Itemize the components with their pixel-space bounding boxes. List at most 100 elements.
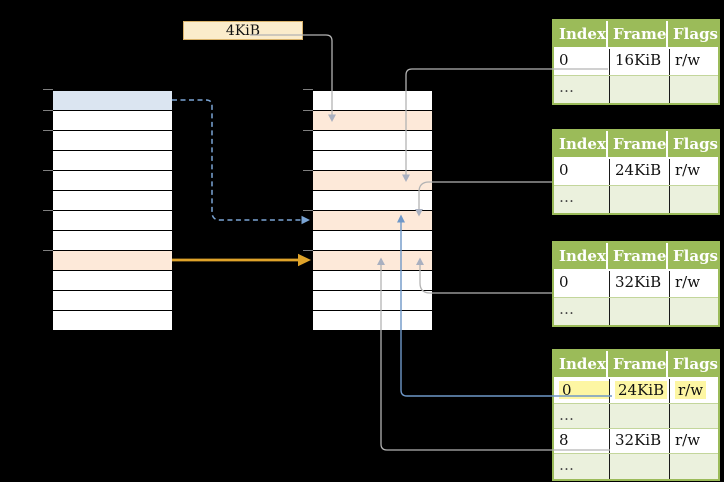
highlighted-value: 0 <box>559 381 609 399</box>
table-row: 0 16KiB r/w <box>554 49 718 76</box>
header-frame: Frame <box>608 243 668 269</box>
cell-frame <box>610 76 670 103</box>
cell-frame <box>610 186 670 213</box>
arrow-virtual0-to-frame24-dashed <box>172 99 310 225</box>
physical-frame-row-0 <box>313 91 432 111</box>
cell-frame: 32KiB <box>610 429 670 453</box>
page-table-24kib: Index Frame Flags 0 24KiB r/w … <box>552 129 720 215</box>
virtual-page-row-8 <box>53 251 172 271</box>
physical-tick-3 <box>303 170 313 171</box>
physical-tick-2 <box>303 130 313 131</box>
cell-flags <box>670 76 718 103</box>
virtual-page-row-5 <box>53 191 172 211</box>
virtual-tick-2 <box>43 130 53 131</box>
virtual-tick-4 <box>43 210 53 211</box>
virtual-page-row-3 <box>53 151 172 171</box>
root-table-pointer-label: 4KiB <box>225 22 261 39</box>
physical-frame-row-9 <box>313 271 432 291</box>
root-table-pointer-box: 4KiB <box>183 21 303 40</box>
physical-frame-row-6 <box>313 211 432 231</box>
virtual-page-row-6 <box>53 211 172 231</box>
cell-index: … <box>554 298 610 325</box>
header-flags: Flags <box>673 247 718 265</box>
cell-frame: 24KiB <box>610 379 670 403</box>
cell-index: 0 <box>554 49 610 75</box>
physical-frame-row-7 <box>313 231 432 251</box>
cell-index: 0 <box>554 379 610 403</box>
header-index: Index <box>554 351 608 377</box>
physical-tick-1 <box>303 110 313 111</box>
virtual-tick-0 <box>43 89 53 90</box>
physical-tick-5 <box>303 250 313 251</box>
arrow-table24-to-frame24 <box>415 181 552 217</box>
cell-index: … <box>554 454 610 479</box>
physical-memory-column <box>313 90 432 331</box>
physical-frame-row-4 <box>313 171 432 191</box>
table-header-row: Index Frame Flags <box>554 21 718 49</box>
physical-frame-row-8 <box>313 251 432 271</box>
page-table-16kib: Index Frame Flags 0 16KiB r/w … <box>552 19 720 105</box>
virtual-page-row-11 <box>53 311 172 331</box>
virtual-page-row-9 <box>53 271 172 291</box>
cell-index: 8 <box>554 429 610 453</box>
table-row: 0 32KiB r/w <box>554 271 718 298</box>
header-flags: Flags <box>673 25 718 43</box>
cell-flags <box>670 298 718 325</box>
virtual-memory-column <box>53 90 172 331</box>
virtual-tick-3 <box>43 170 53 171</box>
virtual-page-row-2 <box>53 131 172 151</box>
cell-flags: r/w <box>675 161 701 179</box>
header-flags: Flags <box>673 135 718 153</box>
header-index: Index <box>554 243 608 269</box>
cell-frame: 16KiB <box>610 49 670 75</box>
table-row-ellipsis: … <box>554 454 718 479</box>
cell-frame <box>610 454 670 479</box>
physical-frame-row-11 <box>313 311 432 331</box>
cell-flags <box>670 186 718 213</box>
page-table-32kib: Index Frame Flags 0 32KiB r/w … <box>552 241 720 327</box>
cell-frame <box>610 298 670 325</box>
table-header-row: Index Frame Flags <box>554 131 718 159</box>
page-table-active: Index Frame Flags 0 24KiB r/w … 8 32KiB … <box>552 349 720 481</box>
table-row-ellipsis: … <box>554 404 718 429</box>
physical-frame-row-3 <box>313 151 432 171</box>
cell-index: … <box>554 186 610 213</box>
physical-frame-row-10 <box>313 291 432 311</box>
arrow-table32-to-frame32 <box>416 257 552 294</box>
cell-frame: 24KiB <box>610 159 670 185</box>
cell-flags: r/w <box>675 51 701 69</box>
header-frame: Frame <box>608 21 668 47</box>
table-row: 0 24KiB r/w <box>554 159 718 186</box>
cell-flags: r/w <box>675 431 701 449</box>
table-header-row: Index Frame Flags <box>554 243 718 271</box>
table-row-highlighted: 0 24KiB r/w <box>554 379 718 404</box>
virtual-page-row-1 <box>53 111 172 131</box>
table-row-ellipsis: … <box>554 76 718 103</box>
cell-index: 0 <box>554 159 610 185</box>
physical-frame-row-1 <box>313 111 432 131</box>
cell-frame: 32KiB <box>610 271 670 297</box>
physical-frame-row-5 <box>313 191 432 211</box>
virtual-tick-5 <box>43 250 53 251</box>
physical-tick-0 <box>303 89 313 90</box>
highlighted-value: r/w <box>675 381 707 399</box>
virtual-page-row-4 <box>53 171 172 191</box>
table-row-ellipsis: … <box>554 298 718 325</box>
cell-index: … <box>554 404 610 428</box>
header-index: Index <box>554 131 608 157</box>
table-row-ellipsis: … <box>554 186 718 213</box>
arrow-virtual8-to-frame32-orange <box>172 253 311 267</box>
table-row: 8 32KiB r/w <box>554 429 718 454</box>
header-frame: Frame <box>608 351 668 377</box>
cell-flags <box>670 404 718 428</box>
cell-index: 0 <box>554 271 610 297</box>
virtual-tick-1 <box>43 110 53 111</box>
virtual-page-row-0 <box>53 91 172 111</box>
virtual-page-row-7 <box>53 231 172 251</box>
physical-frame-row-2 <box>313 131 432 151</box>
cell-flags: r/w <box>670 379 718 403</box>
header-frame: Frame <box>608 131 668 157</box>
cell-frame <box>610 404 670 428</box>
cell-flags: r/w <box>675 273 701 291</box>
